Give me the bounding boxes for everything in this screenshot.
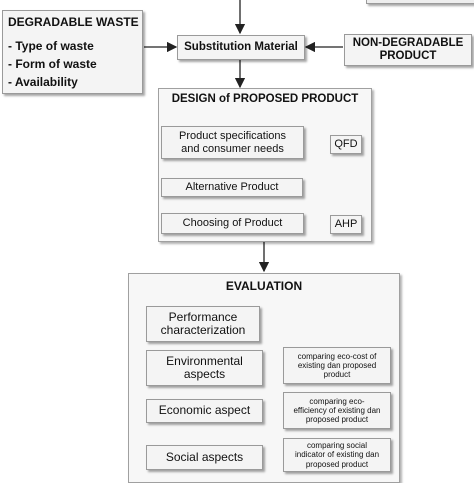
alternative-product-box: Alternative Product	[161, 178, 303, 197]
performance-line1: Performance	[168, 309, 238, 324]
alternative-product-label: Alternative Product	[185, 181, 279, 194]
eco-efficiency-note-line2: efficiency of existing dan	[293, 405, 381, 415]
environmental-line1: Environmental	[166, 353, 243, 368]
degradable-item-availability: - Availability	[8, 75, 78, 89]
product-spec-line2: and consumer needs	[181, 142, 284, 155]
eco-cost-note-line3: product	[323, 370, 351, 380]
eco-cost-note-line1: comparing eco-cost of	[297, 351, 377, 361]
substitution-material-box: Substitution Material	[177, 35, 305, 60]
performance-line2: characterization	[160, 323, 246, 337]
eco-cost-note-box: comparing eco-cost of existing dan propo…	[283, 347, 391, 384]
ahp-box: AHP	[330, 215, 362, 234]
evaluation-title: EVALUATION	[225, 279, 303, 293]
economic-aspect-box: Economic aspect	[146, 399, 263, 423]
partial-top-box	[366, 0, 474, 4]
environmental-aspects-box: Environmental aspects	[146, 350, 263, 386]
non-degradable-line2: PRODUCT	[379, 50, 437, 62]
economic-aspect-label: Economic aspect	[158, 403, 251, 418]
qfd-box: QFD	[330, 135, 362, 154]
non-degradable-product-box: NON-DEGRADABLE PRODUCT	[344, 34, 472, 66]
degradable-item-form: - Form of waste	[8, 57, 97, 71]
choosing-product-box: Choosing of Product	[161, 213, 304, 234]
social-note-line3: proposed product	[305, 459, 369, 469]
product-spec-line1: Product specifications	[179, 130, 286, 143]
environmental-line2: aspects	[183, 367, 226, 381]
eco-efficiency-note-line3: proposed product	[305, 415, 369, 425]
non-degradable-line1: NON-DEGRADABLE	[352, 37, 464, 50]
social-indicator-note-box: comparing social indicator of existing d…	[283, 438, 391, 472]
product-specifications-box: Product specifications and consumer need…	[161, 126, 304, 159]
social-note-line1: comparing social	[306, 441, 368, 451]
eco-efficiency-note-box: comparing eco- efficiency of existing da…	[283, 392, 391, 429]
design-title: DESIGN of PROPOSED PRODUCT	[171, 93, 359, 105]
eco-cost-note-line2: existing dan proposed	[297, 360, 377, 370]
degradable-waste-box: DEGRADABLE WASTE - Type of waste - Form …	[2, 10, 143, 94]
social-aspects-label: Social aspects	[165, 449, 244, 464]
social-note-line2: indicator of existing dan	[294, 450, 380, 460]
eco-efficiency-note-line1: comparing eco-	[309, 396, 365, 406]
qfd-label: QFD	[334, 138, 358, 151]
substitution-material-label: Substitution Material	[184, 41, 298, 54]
choosing-product-label: Choosing of Product	[182, 217, 283, 230]
ahp-label: AHP	[334, 218, 358, 231]
performance-characterization-box: Performance characterization	[146, 306, 260, 342]
social-aspects-box: Social aspects	[146, 445, 263, 470]
degradable-waste-title: DEGRADABLE WASTE	[8, 15, 139, 29]
degradable-item-type: - Type of waste	[8, 39, 94, 53]
